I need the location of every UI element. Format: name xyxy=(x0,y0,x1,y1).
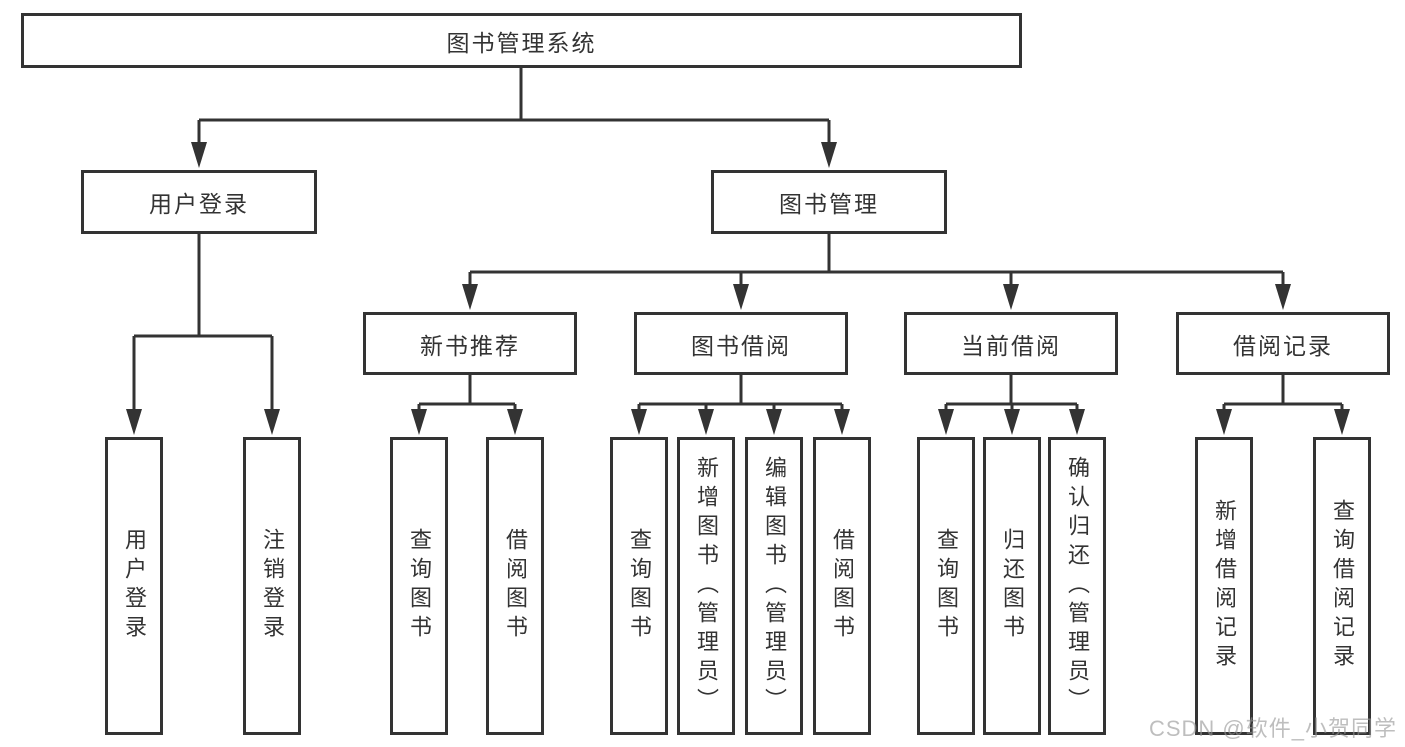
node-label: 用户登录 xyxy=(149,191,249,217)
node-leaf-edit-book-admin: 编辑图书（管理员） xyxy=(745,437,803,735)
arrow-down-icon xyxy=(507,409,523,435)
node-label: 查询图书 xyxy=(627,528,652,644)
connector-book-mgmt-to-level3 xyxy=(462,234,1291,310)
node-label: 查询图书 xyxy=(407,528,432,644)
arrow-down-icon xyxy=(733,284,749,310)
node-leaf-query-book-3: 查询图书 xyxy=(917,437,975,735)
arrow-down-icon xyxy=(834,409,850,435)
node-book-management: 图书管理 xyxy=(711,170,947,234)
node-label: 查询图书 xyxy=(934,528,959,644)
arrow-down-icon xyxy=(821,142,837,168)
arrow-down-icon xyxy=(411,409,427,435)
connector-current-borrow-to-leaves xyxy=(938,375,1085,435)
node-current-borrow: 当前借阅 xyxy=(904,312,1118,375)
node-leaf-query-borrow-record: 查询借阅记录 xyxy=(1313,437,1371,735)
connector-borrow-record-to-leaves xyxy=(1216,375,1350,435)
node-label: 编辑图书（管理员） xyxy=(762,455,787,717)
arrow-down-icon xyxy=(1334,409,1350,435)
arrow-down-icon xyxy=(1069,409,1085,435)
arrow-down-icon xyxy=(631,409,647,435)
node-label: 借阅图书 xyxy=(830,528,855,644)
node-leaf-confirm-return-admin: 确认归还（管理员） xyxy=(1048,437,1106,735)
node-user-login: 用户登录 xyxy=(81,170,317,234)
node-label: 借阅记录 xyxy=(1233,332,1333,359)
node-label: 归还图书 xyxy=(1000,528,1025,644)
node-label: 确认归还（管理员） xyxy=(1065,455,1090,717)
node-label: 新增借阅记录 xyxy=(1212,499,1237,673)
connector-root-to-level2 xyxy=(191,68,837,168)
connector-new-book-to-leaves xyxy=(411,375,523,435)
node-label: 新增图书（管理员） xyxy=(694,455,719,717)
arrow-down-icon xyxy=(938,409,954,435)
arrow-down-icon xyxy=(264,409,280,435)
arrow-down-icon xyxy=(1004,409,1020,435)
node-label: 图书管理 xyxy=(779,191,879,217)
node-leaf-borrow-book-2: 借阅图书 xyxy=(813,437,871,735)
node-leaf-borrow-book-1: 借阅图书 xyxy=(486,437,544,735)
arrow-down-icon xyxy=(462,284,478,310)
connector-book-borrow-to-leaves xyxy=(631,375,850,435)
node-label: 新书推荐 xyxy=(420,332,520,359)
arrow-down-icon xyxy=(126,409,142,435)
node-book-borrow: 图书借阅 xyxy=(634,312,848,375)
node-leaf-query-book-1: 查询图书 xyxy=(390,437,448,735)
node-leaf-add-borrow-record: 新增借阅记录 xyxy=(1195,437,1253,735)
node-borrow-record: 借阅记录 xyxy=(1176,312,1390,375)
node-label: 图书管理系统 xyxy=(446,29,597,56)
node-leaf-add-book-admin: 新增图书（管理员） xyxy=(677,437,735,735)
node-label: 当前借阅 xyxy=(961,332,1061,359)
node-leaf-logout: 注销登录 xyxy=(243,437,301,735)
arrow-down-icon xyxy=(1275,284,1291,310)
node-leaf-query-book-2: 查询图书 xyxy=(610,437,668,735)
arrow-down-icon xyxy=(1216,409,1232,435)
node-root-system: 图书管理系统 xyxy=(21,13,1022,68)
node-new-book-recommend: 新书推荐 xyxy=(363,312,577,375)
arrow-down-icon xyxy=(698,409,714,435)
arrow-down-icon xyxy=(766,409,782,435)
node-leaf-return-book: 归还图书 xyxy=(983,437,1041,735)
connector-user-login-to-leaves xyxy=(126,234,280,435)
arrow-down-icon xyxy=(1003,284,1019,310)
node-label: 借阅图书 xyxy=(503,528,528,644)
node-label: 图书借阅 xyxy=(691,332,791,359)
node-label: 查询借阅记录 xyxy=(1330,499,1355,673)
node-label: 用户登录 xyxy=(122,528,147,644)
node-label: 注销登录 xyxy=(260,528,285,644)
node-leaf-user-login: 用户登录 xyxy=(105,437,163,735)
arrow-down-icon xyxy=(191,142,207,168)
